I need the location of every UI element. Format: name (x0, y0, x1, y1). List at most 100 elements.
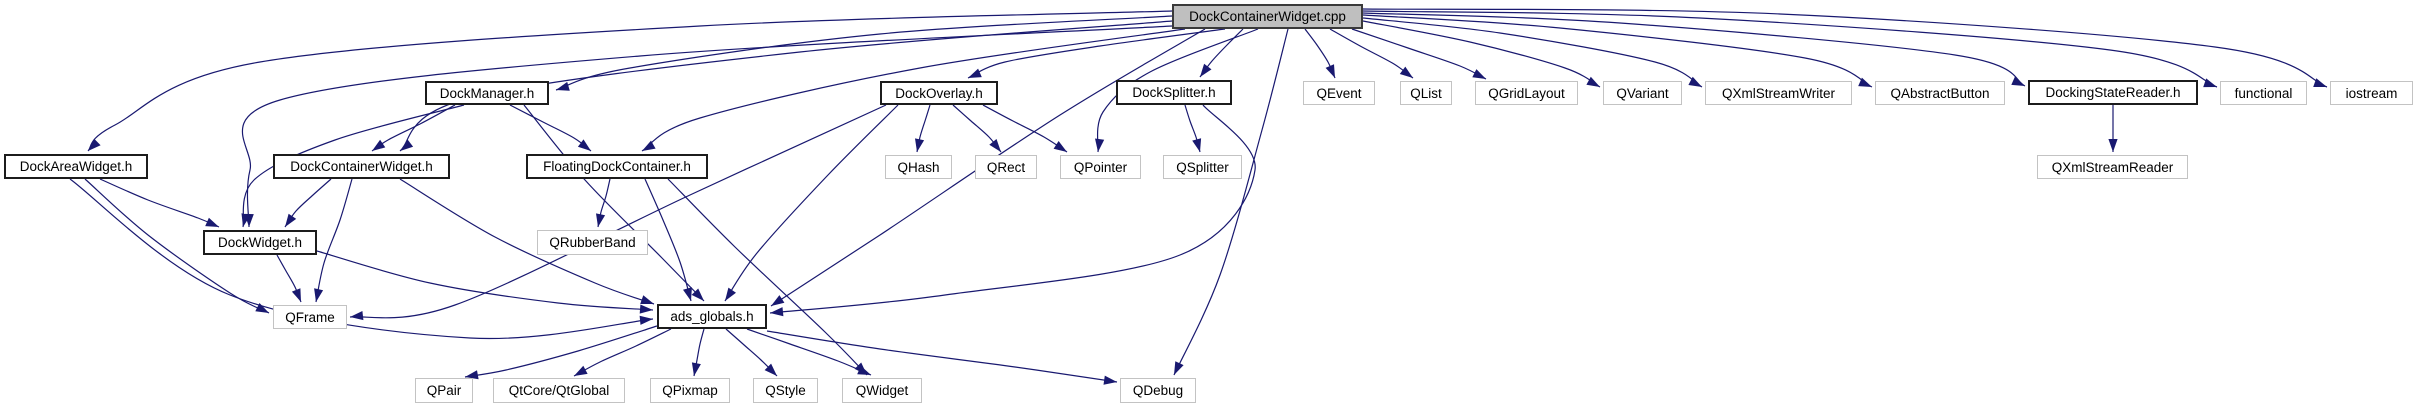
arrowhead-dock-manager-h--dock-widget-h (241, 213, 251, 227)
arrowhead-cpp--q-pointer (1095, 138, 1105, 152)
edge-dock-container-widget-h--ads-globals-h (399, 178, 655, 305)
edge-dock-area-widget-h--q-frame (84, 178, 270, 314)
graph-node-label: QHash (897, 159, 940, 175)
arrowhead-dock-manager-h--dock-container-widget-h (372, 139, 386, 151)
arrowhead-docking-state-reader-h--q-xml-stream-reader (2108, 139, 2118, 152)
graph-node-q-variant[interactable]: QVariant (1603, 81, 1682, 105)
graph-node-dock-splitter-h[interactable]: DockSplitter.h (1116, 80, 1232, 105)
graph-node-dock-area-widget-h[interactable]: DockAreaWidget.h (4, 154, 148, 179)
graph-node-ads-globals-h[interactable]: ads_globals.h (657, 304, 767, 329)
arrowhead-cpp--q-grid-layout (1472, 69, 1486, 79)
graph-node-q-hash[interactable]: QHash (885, 155, 952, 179)
graph-node-label: QEvent (1316, 85, 1362, 101)
arrowhead-ads-globals-h--q-widget (857, 365, 871, 375)
arrowhead-cpp--q-debug (1174, 361, 1184, 375)
graph-node-label: DockContainerWidget.cpp (1189, 9, 1346, 24)
graph-node-q-pixmap[interactable]: QPixmap (650, 378, 730, 403)
edge-dock-manager-h--ads-globals-h (523, 104, 705, 302)
graph-node-q-style[interactable]: QStyle (753, 378, 818, 403)
graph-node-label: QtCore/QtGlobal (508, 383, 610, 398)
graph-node-label: QStyle (765, 383, 806, 398)
arrowhead-cpp--functional (2203, 78, 2217, 88)
graph-node-dock-overlay-h[interactable]: DockOverlay.h (880, 81, 998, 105)
arrowhead-cpp--dock-manager-h (556, 81, 570, 91)
graph-node-q-xml-stream-reader[interactable]: QXmlStreamReader (2037, 155, 2188, 179)
edge-cpp--floating-dock-container-h (641, 28, 1186, 152)
graph-node-dock-manager-h[interactable]: DockManager.h (425, 81, 549, 105)
graph-node-label: DockManager.h (439, 85, 535, 101)
graph-node-label: QDebug (1132, 383, 1184, 398)
arrowhead-cpp--docking-state-reader-h (2011, 76, 2025, 86)
graph-node-floating-dock-container-h[interactable]: FloatingDockContainer.h (526, 154, 708, 179)
arrowhead-cpp--q-abstract-button (1858, 77, 1872, 87)
graph-node-label: DockAreaWidget.h (19, 159, 133, 174)
graph-node-label: QPixmap (662, 383, 718, 398)
graph-node-label: QWidget (855, 383, 909, 398)
arrowhead-ads-globals-h--q-style (764, 363, 777, 376)
arrowhead-cpp--ads-globals-h (771, 295, 785, 306)
graph-node-q-debug[interactable]: QDebug (1120, 378, 1196, 403)
graph-node-label: functional (2234, 85, 2293, 101)
arrowhead-dock-overlay-h--q-frame (350, 311, 364, 321)
graph-node-q-grid-layout[interactable]: QGridLayout (1475, 81, 1578, 105)
edge-cpp--q-variant (1362, 20, 1601, 88)
arrowhead-ads-globals-h--q-debug (1103, 375, 1117, 385)
arrowhead-dock-area-widget-h--ads-globals-h (639, 315, 653, 325)
edge-cpp--q-abstract-button (1362, 14, 1873, 88)
graph-node-label: QGridLayout (1488, 85, 1565, 101)
graph-node-q-pair[interactable]: QPair (415, 378, 473, 403)
edge-ads-globals-h--q-pair (464, 325, 658, 378)
graph-node-q-abstract-button[interactable]: QAbstractButton (1875, 81, 2005, 105)
arrowhead-dock-area-widget-h--dock-widget-h (205, 217, 219, 227)
arrowhead-floating-dock-container-h--ads-globals-h (683, 287, 692, 301)
graph-node-label: QRect (986, 159, 1026, 175)
edge-cpp--q-list (1329, 28, 1414, 79)
graph-node-label: QXmlStreamReader (2051, 159, 2174, 175)
arrowhead-dock-splitter-h--ads-globals-h (770, 307, 784, 317)
graph-node-label: QSplitter (1176, 159, 1229, 175)
arrowhead-cpp--q-variant (1586, 76, 1600, 87)
graph-node-dock-widget-h[interactable]: DockWidget.h (203, 230, 317, 255)
arrowhead-cpp--floating-dock-container-h (642, 140, 656, 151)
graph-node-q-list[interactable]: QList (1400, 81, 1452, 105)
arrowhead-dock-container-widget-h--q-frame (314, 288, 324, 302)
edge-cpp--dock-container-widget-h (399, 20, 1173, 152)
graph-node-q-xml-stream-writer[interactable]: QXmlStreamWriter (1705, 81, 1852, 105)
graph-node-iostream[interactable]: iostream (2330, 81, 2413, 105)
graph-node-label: FloatingDockContainer.h (543, 159, 691, 174)
graph-node-label: DockingStateReader.h (2045, 85, 2181, 100)
graph-node-label: QRubberBand (549, 235, 636, 250)
arrowhead-cpp--dock-splitter-h (1200, 63, 1212, 77)
graph-node-dock-container-widget-h[interactable]: DockContainerWidget.h (273, 154, 450, 179)
graph-node-qtcore-qtglobal[interactable]: QtCore/QtGlobal (493, 378, 625, 403)
arrowhead-cpp--iostream (2313, 78, 2327, 87)
graph-node-label: iostream (2345, 85, 2398, 101)
graph-node-label: QPointer (1073, 159, 1128, 175)
arrowhead-cpp--dock-area-widget-h (88, 138, 101, 151)
arrowhead-dock-overlay-h--ads-globals-h (725, 287, 736, 301)
graph-node-q-widget[interactable]: QWidget (842, 378, 922, 403)
edge-cpp--q-grid-layout (1351, 28, 1487, 80)
graph-node-functional[interactable]: functional (2220, 81, 2307, 105)
graph-node-q-pointer[interactable]: QPointer (1060, 155, 1141, 179)
graph-node-label: QList (1410, 85, 1442, 101)
graph-node-q-frame[interactable]: QFrame (273, 305, 347, 329)
arrowhead-dock-manager-h--ads-globals-h (691, 288, 704, 301)
graph-node-docking-state-reader-h[interactable]: DockingStateReader.h (2028, 80, 2198, 105)
graph-node-label: QFrame (285, 309, 335, 325)
graph-node-q-splitter[interactable]: QSplitter (1163, 155, 1242, 179)
arrowhead-cpp--dock-container-widget-h (400, 139, 414, 151)
graph-node-cpp[interactable]: DockContainerWidget.cpp (1172, 4, 1363, 29)
edge-cpp--functional (1362, 10, 2218, 88)
graph-node-q-rubber-band[interactable]: QRubberBand (537, 230, 648, 255)
graph-node-q-event[interactable]: QEvent (1303, 81, 1375, 105)
edge-cpp--q-debug (1173, 28, 1289, 376)
graph-node-label: QPair (426, 383, 462, 398)
graph-node-q-rect[interactable]: QRect (975, 155, 1037, 179)
arrowhead-cpp--q-list (1399, 66, 1413, 78)
arrowhead-cpp--q-xml-stream-writer (1688, 76, 1702, 87)
arrowhead-dock-overlay-h--q-pointer (1053, 141, 1067, 152)
arrowhead-dock-splitter-h--q-splitter (1192, 138, 1202, 152)
edge-floating-dock-container-h--q-widget (667, 178, 868, 376)
